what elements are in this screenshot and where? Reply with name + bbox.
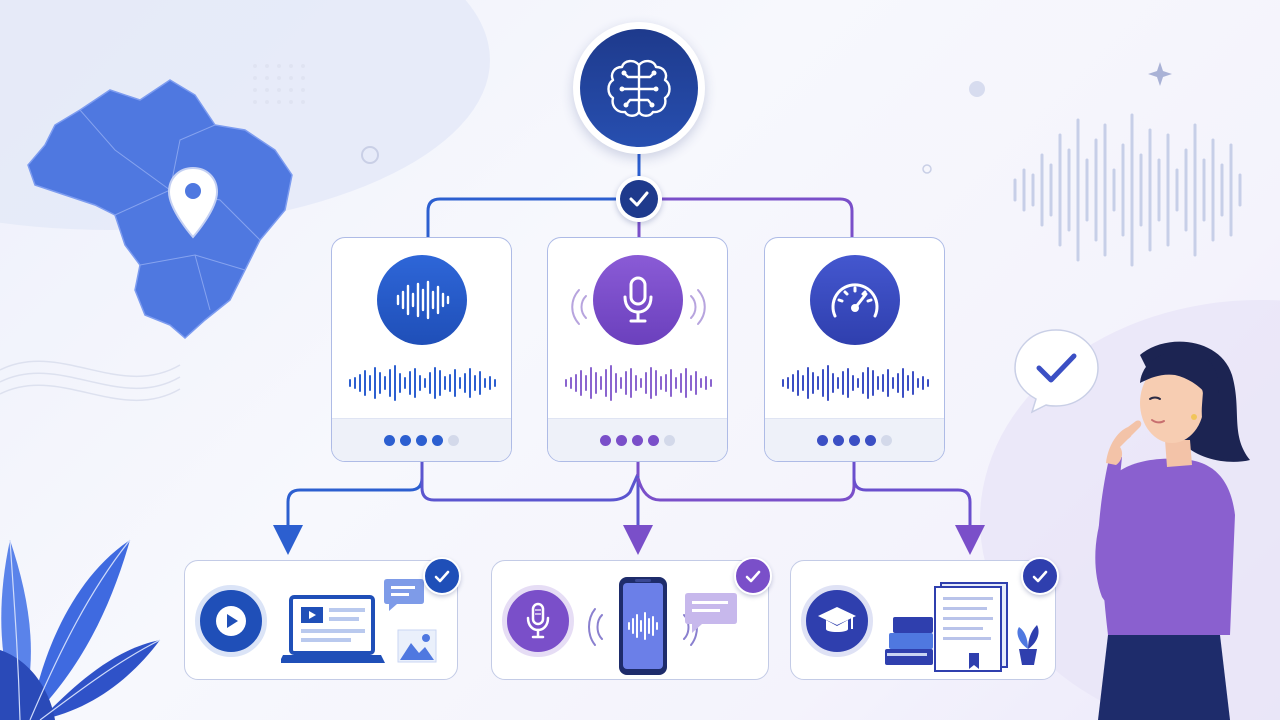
- card-icon-circle: [593, 255, 683, 345]
- rating-dot-filled: [817, 434, 828, 446]
- speedometer-icon: [831, 283, 879, 318]
- brain-node: [573, 22, 705, 154]
- microphone-icon: [526, 602, 550, 639]
- brain-circuit-icon: [607, 59, 671, 117]
- rating-dot-filled: [849, 434, 860, 446]
- rating-dot-empty: [881, 434, 892, 446]
- mic-circle: [502, 585, 574, 657]
- rating-dots: [332, 418, 511, 461]
- chat-bubble-icon: [384, 579, 424, 611]
- chat-bubble-icon: [685, 593, 737, 633]
- smartphone-audio-icon: [588, 577, 698, 675]
- card-icon-circle: [810, 255, 900, 345]
- sound-emission-icon: [571, 289, 706, 325]
- graduation-cap-icon: [818, 607, 856, 632]
- location-pin-icon: [167, 166, 219, 239]
- waveform: [565, 365, 712, 401]
- top-card-voice: [547, 237, 728, 462]
- grad-circle: [801, 585, 873, 657]
- hub-check: [616, 176, 662, 222]
- audio-bars-decoration: [1013, 113, 1242, 267]
- books-icon: [885, 582, 1008, 672]
- rating-dot-filled: [833, 434, 844, 446]
- waveform: [782, 365, 929, 401]
- check-badge: [423, 557, 461, 595]
- top-card-speed: [764, 237, 945, 462]
- play-icon: [216, 606, 246, 636]
- microphone-icon: [623, 276, 653, 323]
- rating-dot-empty: [448, 434, 459, 446]
- laptop-video-icon: [281, 595, 385, 663]
- check-badge: [1021, 557, 1059, 595]
- check-speech-bubble-icon: [1014, 329, 1099, 414]
- rating-dot-filled: [384, 434, 395, 446]
- rating-dots: [765, 418, 944, 461]
- waveform: [349, 365, 496, 401]
- top-card-audio: [331, 237, 512, 462]
- rating-dot-filled: [632, 434, 643, 446]
- rating-dot-filled: [616, 434, 627, 446]
- rating-dots: [548, 418, 727, 461]
- rating-dot-filled: [400, 434, 411, 446]
- document-icon: [934, 582, 1008, 672]
- rating-dot-filled: [600, 434, 611, 446]
- leaves-decoration: [0, 539, 161, 720]
- rating-dot-filled: [865, 434, 876, 446]
- check-icon: [1032, 570, 1048, 582]
- check-icon: [629, 191, 649, 207]
- bottom-card-voice-assistant: [491, 557, 772, 680]
- plant-icon: [1017, 625, 1039, 665]
- rating-dot-filled: [648, 434, 659, 446]
- sound-wave-icon: [396, 280, 450, 320]
- brazil-map-icon: [27, 79, 293, 340]
- bottom-card-video-learning: [184, 557, 461, 680]
- check-badge: [734, 557, 772, 595]
- thinking-woman-illustration: [1095, 341, 1250, 720]
- rating-dot-filled: [416, 434, 427, 446]
- image-icon: [397, 629, 437, 663]
- card-icon-circle: [377, 255, 467, 345]
- play-circle: [195, 585, 267, 657]
- bottom-card-education: [790, 557, 1059, 680]
- rating-dot-filled: [432, 434, 443, 446]
- check-icon: [434, 570, 450, 582]
- check-icon: [745, 570, 761, 582]
- rating-dot-empty: [664, 434, 675, 446]
